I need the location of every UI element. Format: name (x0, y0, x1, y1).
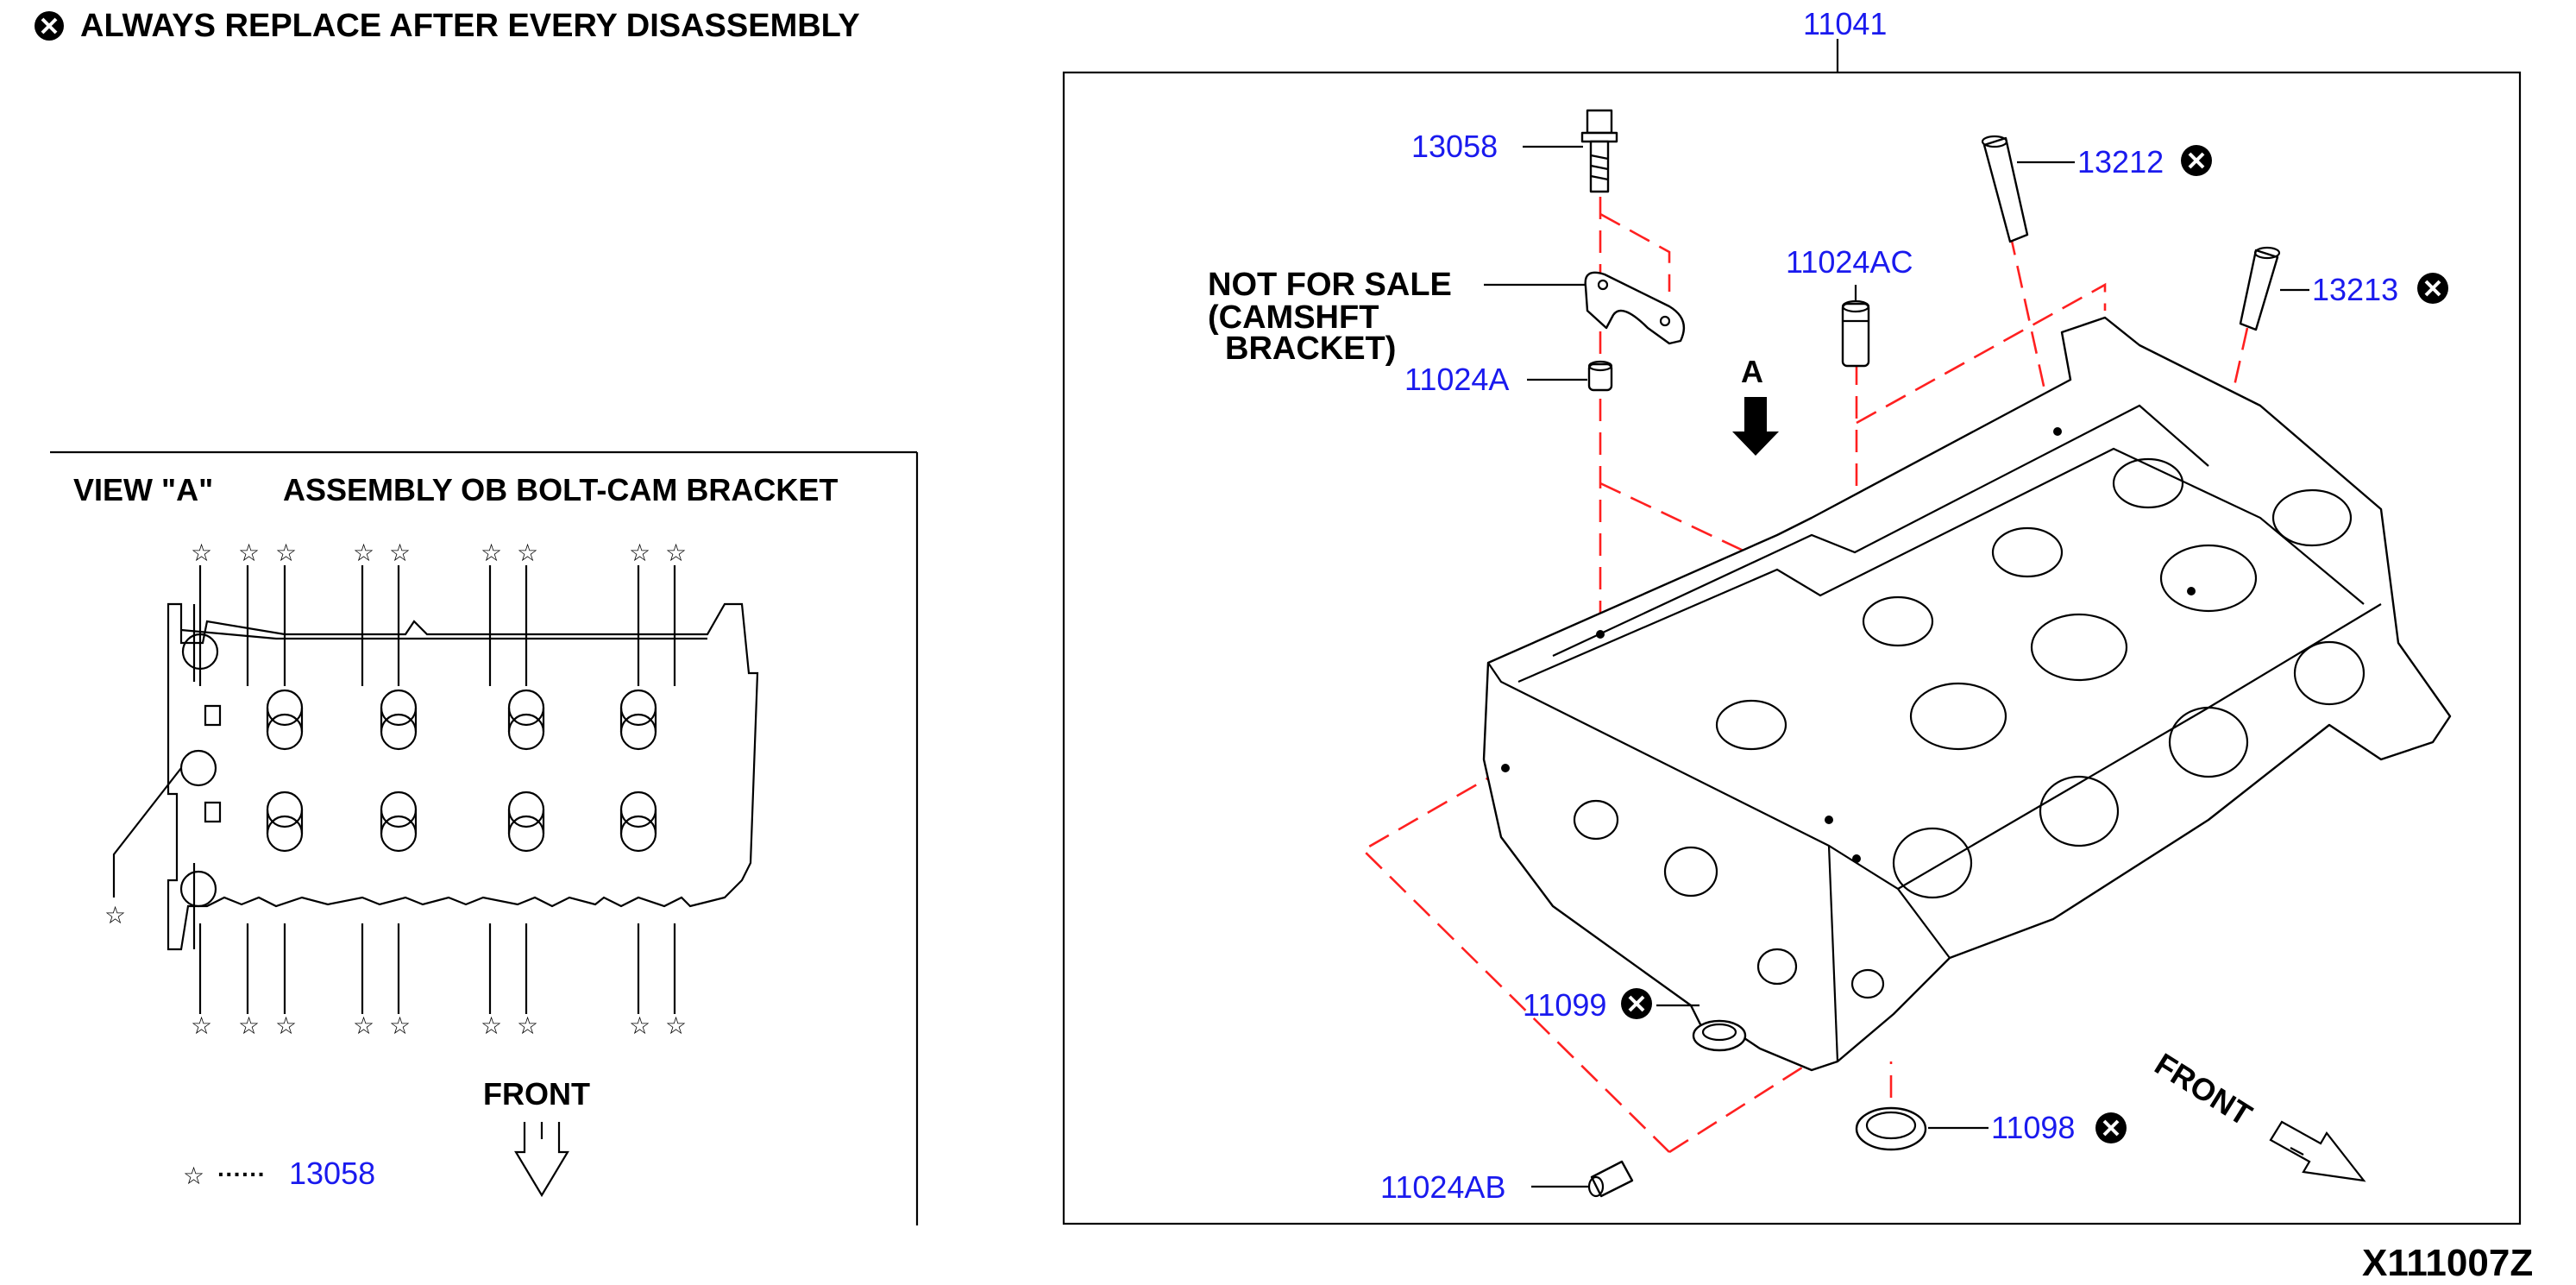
front-down-arrow-icon (514, 1122, 569, 1198)
seal-ring-icon (1692, 1019, 1747, 1052)
star-outline-icon: ☆ (191, 1012, 212, 1039)
star-outline-icon: ☆ (238, 1012, 260, 1039)
not-for-sale-line3: BRACKET) (1225, 331, 1396, 367)
star-outline-icon: ☆ (275, 1012, 297, 1039)
camshaft-bracket-icon (1584, 271, 1685, 345)
view-arrow-label: A (1741, 354, 1763, 389)
not-for-sale-line2: (CAMSHFT (1208, 299, 1379, 336)
part-number-11098: 11098 (1991, 1110, 2075, 1145)
not-for-sale-line1: NOT FOR SALE (1208, 267, 1452, 303)
star-outline-icon: ☆ (191, 539, 212, 566)
valve-guide-icon (1981, 135, 2029, 243)
part-11098[interactable]: 11098 (1855, 1106, 2127, 1151)
replace-note-text: ALWAYS REPLACE AFTER EVERY DISASSEMBLY (80, 8, 860, 44)
circled-x-icon (2095, 1112, 2127, 1143)
front-arrow-icon (2269, 1120, 2366, 1182)
view-a-stars: ☆ ☆ ☆ ☆ ☆ ☆ ☆ ☆ ☆ ☆ ☆ ☆ ☆ ☆ ☆ ☆ ☆ ☆ ☆ (104, 539, 687, 1039)
dowel-icon (1587, 360, 1613, 392)
star-outline-icon: ☆ (629, 1012, 650, 1039)
view-a-panel: VIEW "A" ASSEMBLY OB BOLT-CAM BRACKET ☆☆… (50, 450, 919, 1225)
part-number-11024A: 11024A (1404, 362, 1509, 397)
part-11024AC[interactable]: 11024AC (1786, 244, 1913, 368)
seal-ring-icon (1855, 1106, 1927, 1151)
valve-guide-icon (2239, 246, 2281, 331)
legend-dots: ······ (217, 1161, 266, 1187)
circled-x-icon (2417, 273, 2448, 304)
circled-x-icon (2181, 145, 2212, 176)
part-number-13213: 13213 (2312, 272, 2398, 307)
circled-x-icon (35, 11, 64, 41)
bolt-bosses (179, 633, 657, 908)
dowel-icon (1841, 299, 1870, 368)
star-outline-icon: ☆ (389, 1012, 411, 1039)
view-a-legend: ☆ ······ 13058 (183, 1156, 375, 1191)
star-outline-icon: ☆ (517, 539, 538, 566)
cylinder-head (1482, 316, 2452, 1072)
star-outline-icon: ☆ (183, 1162, 204, 1189)
star-outline-icon: ☆ (481, 1012, 502, 1039)
legend-part-13058[interactable]: 13058 (289, 1156, 375, 1191)
dowel-icon (1587, 1160, 1634, 1198)
main-frame-part-11041[interactable]: 11041 (1803, 6, 1887, 41)
star-outline-icon: ☆ (517, 1012, 538, 1039)
star-outline-icon: ☆ (389, 539, 411, 566)
main-frame (1062, 71, 2522, 1225)
bolt-icon (1580, 109, 1618, 193)
main-view: 11041 (1062, 6, 2533, 1284)
part-number-13058: 13058 (1411, 129, 1498, 164)
replace-note: ALWAYS REPLACE AFTER EVERY DISASSEMBLY (35, 8, 860, 44)
diagram-code: X111007Z (2362, 1242, 2533, 1281)
part-number-11024AB: 11024AB (1380, 1169, 1505, 1205)
star-outline-icon: ☆ (353, 539, 374, 566)
view-a-arrow-icon (1732, 397, 1779, 456)
view-a-subtitle: ASSEMBLY OB BOLT-CAM BRACKET (283, 472, 838, 507)
star-outline-icon: ☆ (481, 539, 502, 566)
star-outline-icon: ☆ (665, 1012, 687, 1039)
star-outline-icon: ☆ (629, 539, 650, 566)
part-11099[interactable]: 11099 (1523, 987, 1747, 1052)
star-outline-icon: ☆ (353, 1012, 374, 1039)
part-number-11099: 11099 (1523, 987, 1606, 1023)
part-13058[interactable]: 13058 (1411, 109, 1618, 193)
part-11024AB[interactable]: 11024AB (1380, 1160, 1634, 1205)
part-number-11024AC: 11024AC (1786, 244, 1913, 280)
front-indicator: FRONT (2149, 1046, 2366, 1182)
part-13213[interactable]: 13213 (2239, 246, 2448, 331)
camshaft-bracket: NOT FOR SALE (CAMSHFT BRACKET) (1208, 267, 1685, 367)
part-number-13212: 13212 (2077, 144, 2164, 180)
view-a-front-label: FRONT (483, 1076, 590, 1112)
star-outline-icon: ☆ (665, 539, 687, 566)
head-top-outline (166, 602, 759, 951)
star-outline-icon: ☆ (104, 902, 126, 929)
star-outline-icon: ☆ (275, 539, 297, 566)
part-13212[interactable]: 13212 (1981, 135, 2212, 243)
circled-x-icon (1621, 988, 1652, 1019)
front-label: FRONT (2149, 1046, 2259, 1132)
part-11024A[interactable]: 11024A (1404, 360, 1613, 397)
star-outline-icon: ☆ (238, 539, 260, 566)
view-a-title: VIEW "A" (73, 472, 213, 507)
